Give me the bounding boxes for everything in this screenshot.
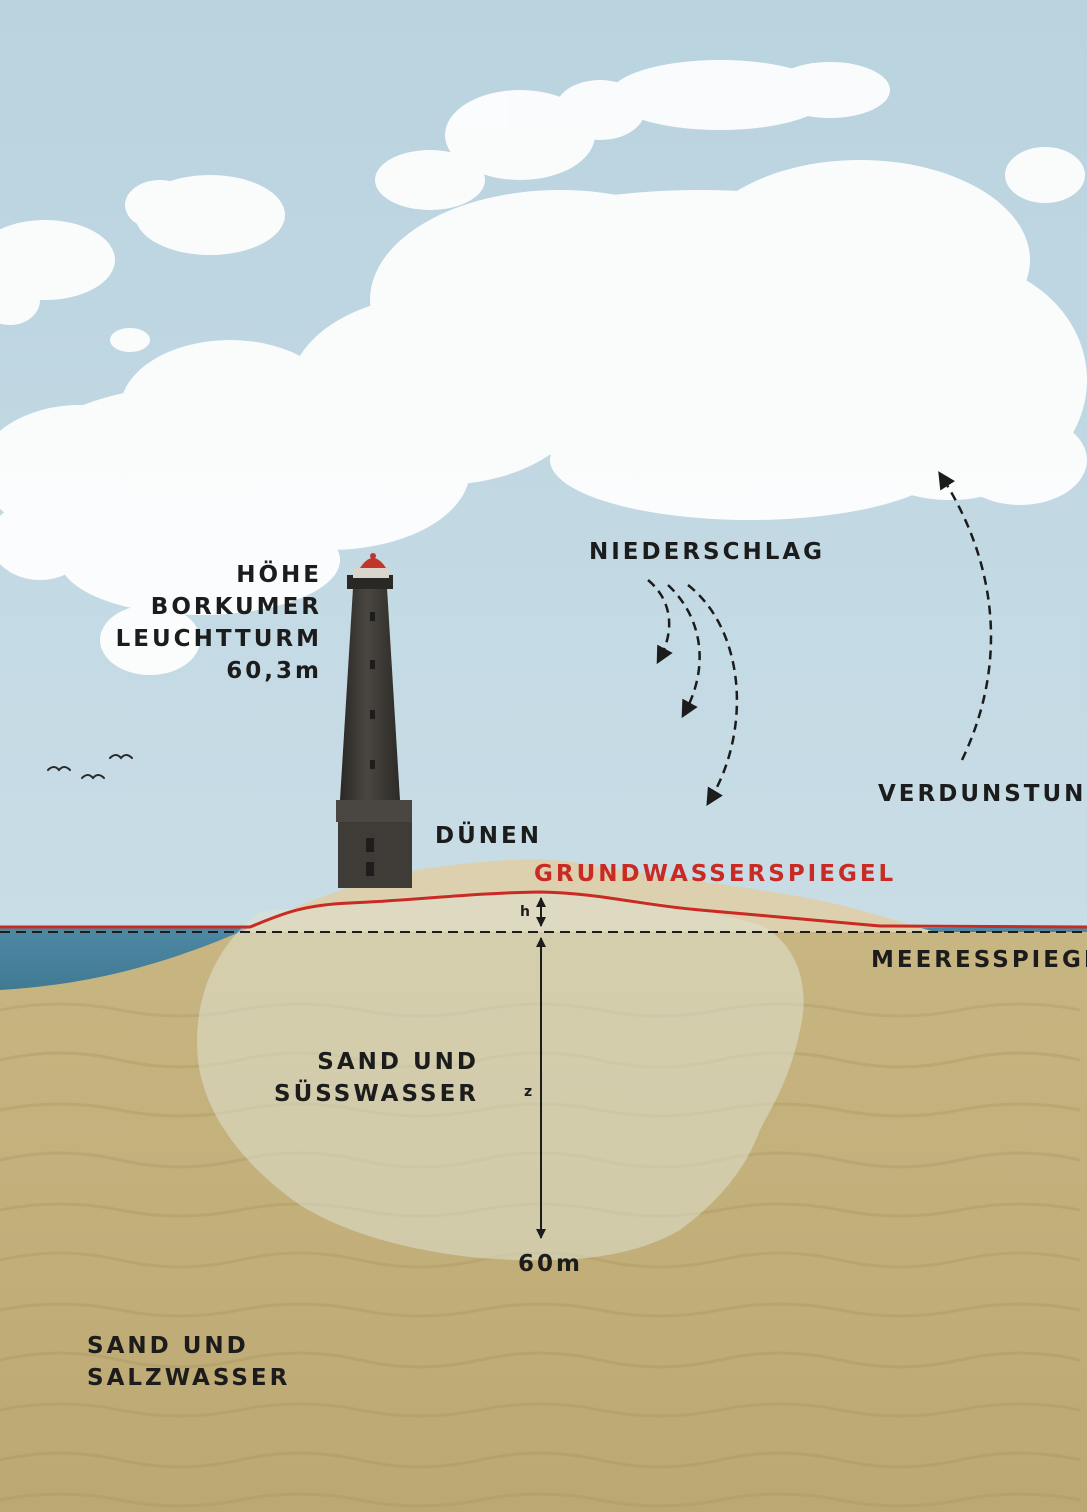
lighthouse [336, 553, 412, 888]
z-label: z [524, 1084, 533, 1100]
precipitation-arrows [647, 579, 739, 807]
groundwater-line [0, 890, 1087, 929]
arrow-icon [667, 584, 701, 719]
dunes-label: DÜNEN [435, 823, 542, 849]
fresh-water-label: SAND UND SÜSSWASSER [274, 1046, 479, 1110]
arrow-icon [687, 584, 739, 807]
cloud [1005, 147, 1085, 203]
cloud [610, 60, 890, 130]
salt-water-line: SALZWASSER [87, 1365, 291, 1391]
arrow-icon [647, 579, 673, 665]
fresh-water-lens [197, 892, 804, 1261]
lighthouse-height-label: HÖHE BORKUMER LEUCHTTURM 60,3m [116, 559, 322, 687]
fresh-water-line: SAND UND [317, 1049, 479, 1075]
sea-level-label: MEERESSPIEGEL [871, 947, 1087, 973]
lighthouse-height-line: HÖHE [236, 562, 322, 588]
groundwater-level-label: GRUNDWASSERSPIEGEL [534, 861, 897, 887]
cloud [110, 328, 150, 352]
lighthouse-height-line: LEUCHTTURM [115, 626, 322, 652]
fresh-water-line: SÜSSWASSER [274, 1081, 479, 1107]
salt-water-label: SAND UND SALZWASSER [87, 1330, 290, 1394]
h-label: h [520, 904, 530, 920]
bird-icon [47, 766, 71, 772]
clouds [0, 60, 1087, 675]
cloud [0, 340, 470, 675]
precipitation-label: NIEDERSCHLAG [589, 539, 826, 565]
depth-label: 60m [518, 1251, 583, 1277]
bird-icon [81, 774, 105, 780]
birds [47, 754, 133, 780]
evaporation-label: VERDUNSTUNG [878, 781, 1087, 807]
cloud [290, 160, 1087, 520]
lighthouse-height-line: BORKUMER [150, 594, 322, 620]
salt-water-line: SAND UND [87, 1333, 249, 1359]
cloud [0, 220, 115, 325]
cloud [125, 175, 285, 255]
bird-icon [109, 754, 133, 760]
lighthouse-height-value: 60,3m [226, 658, 322, 684]
sand-ripples [0, 1002, 1081, 1508]
cloud [375, 80, 645, 210]
lighthouse-lantern [360, 558, 386, 568]
arrow-icon [938, 471, 993, 761]
